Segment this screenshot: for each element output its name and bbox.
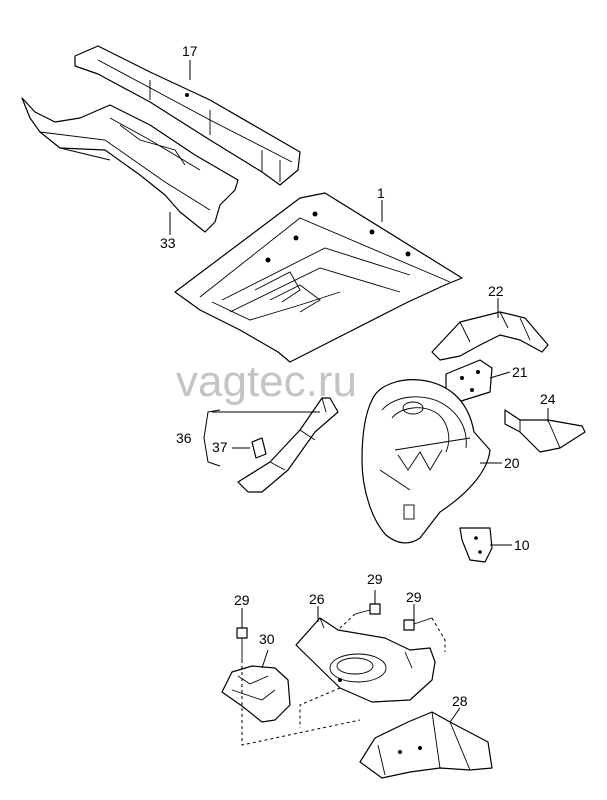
part-1-floor-panel bbox=[174, 192, 463, 363]
callout-29-left: 29 bbox=[234, 592, 250, 608]
part-26-tray bbox=[295, 617, 436, 703]
callout-28: 28 bbox=[452, 693, 468, 709]
callout-29-right: 29 bbox=[406, 589, 422, 605]
callout-22: 22 bbox=[488, 283, 504, 299]
part-21-plate bbox=[445, 359, 493, 403]
bracket-36 bbox=[203, 409, 221, 467]
callout-37: 37 bbox=[212, 439, 228, 455]
part-30-bracket bbox=[221, 665, 291, 723]
part-20-wheel-housing bbox=[361, 379, 491, 544]
part-24-bracket bbox=[504, 409, 586, 453]
callout-24: 24 bbox=[540, 391, 556, 407]
dash-connector-mid bbox=[299, 687, 341, 728]
bolt-29-left bbox=[236, 627, 248, 660]
part-37-plate bbox=[251, 437, 267, 459]
leader-21 bbox=[489, 371, 511, 379]
leader-28 bbox=[449, 707, 461, 723]
part-22-bracket bbox=[431, 311, 549, 361]
callout-30: 30 bbox=[259, 631, 275, 647]
dash-connector-right bbox=[431, 617, 446, 652]
part-36-cross-member bbox=[237, 397, 339, 493]
callout-20: 20 bbox=[504, 455, 520, 471]
callout-1: 1 bbox=[377, 185, 385, 201]
callout-21: 21 bbox=[512, 364, 528, 380]
leader-30 bbox=[261, 649, 269, 669]
part-17-longitudinal-member bbox=[74, 45, 301, 186]
callout-17: 17 bbox=[182, 43, 198, 59]
part-33-side-member bbox=[21, 97, 239, 233]
callout-36: 36 bbox=[176, 430, 192, 446]
part-28-bracket bbox=[359, 711, 493, 779]
callout-29-middle: 29 bbox=[367, 571, 383, 587]
bolt-29-right bbox=[403, 617, 433, 631]
dash-connector-left bbox=[241, 660, 361, 746]
bolt-29-middle bbox=[354, 603, 381, 615]
dash-connector-bolt bbox=[339, 613, 356, 629]
callout-26: 26 bbox=[309, 591, 325, 607]
callout-10: 10 bbox=[514, 537, 530, 553]
part-10-bracket bbox=[459, 527, 493, 563]
callout-33: 33 bbox=[160, 235, 176, 251]
